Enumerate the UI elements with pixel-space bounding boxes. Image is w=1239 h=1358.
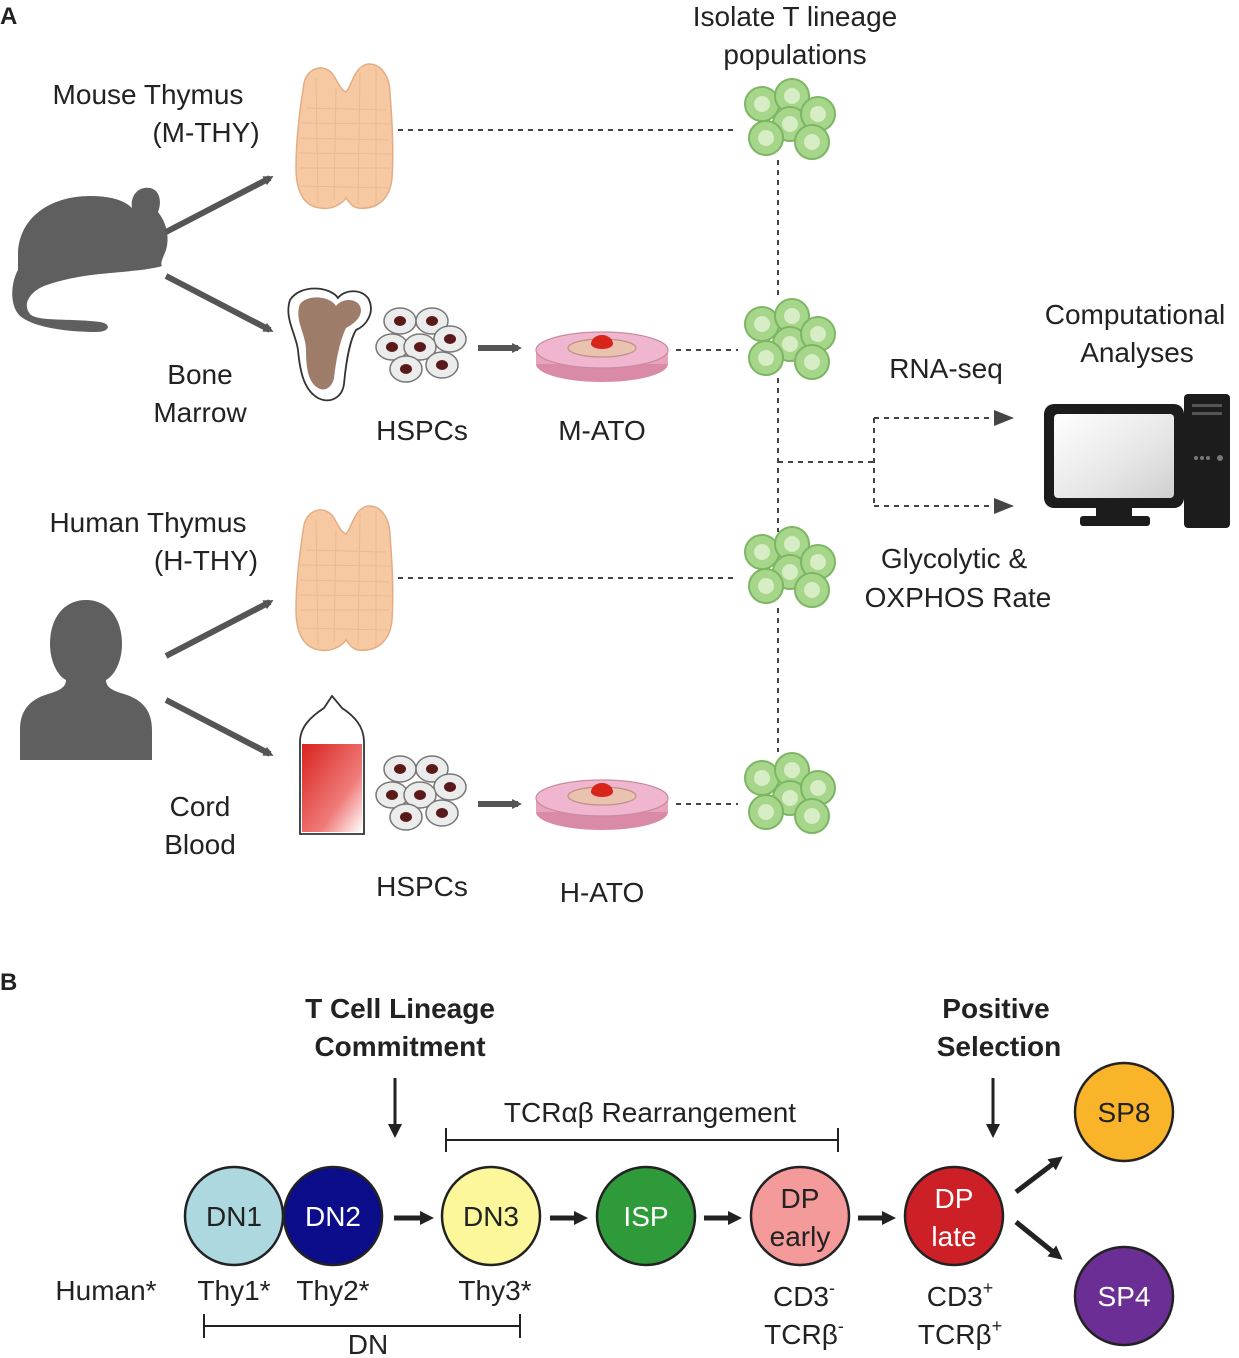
dp-early-label-1: DP	[781, 1183, 820, 1214]
mouse-thymus-label-1: Mouse Thymus	[53, 79, 244, 110]
h-ato-dish	[535, 779, 669, 831]
cell-cluster-mthy	[744, 78, 836, 160]
dn1-label: DN1	[206, 1201, 262, 1232]
sp4-circle	[1073, 1245, 1175, 1347]
panel-b-letter: B	[0, 969, 17, 996]
hspcs-label-human: HSPCs	[376, 871, 468, 902]
node-dp-late: DP late	[903, 1165, 1005, 1267]
cd3-pos-label: CD3+	[927, 1278, 994, 1312]
bone-marrow-label-2: Marrow	[153, 397, 247, 428]
node-dn3: DN3	[440, 1165, 542, 1267]
node-sp8: SP8	[1073, 1061, 1175, 1163]
dn3-circle	[440, 1165, 542, 1267]
bone-icon	[287, 287, 372, 402]
node-dn2: DN2	[282, 1165, 384, 1267]
node-isp: ISP	[595, 1165, 697, 1267]
m-ato-label: M-ATO	[558, 415, 646, 446]
tcrb-neg-label: TCRβ-	[764, 1316, 844, 1350]
rearrangement-bracket	[445, 1128, 839, 1152]
dp-early-circle	[749, 1165, 851, 1267]
glycolytic-label-1: Glycolytic &	[881, 543, 1028, 574]
thy3-label: Thy3*	[458, 1275, 531, 1306]
arrow-mouse-to-thymus	[164, 175, 274, 235]
human-label: Human*	[55, 1275, 156, 1306]
bone-marrow-label-1: Bone	[167, 359, 232, 390]
h-ato-label: H-ATO	[560, 877, 645, 908]
dp-late-circle	[903, 1165, 1005, 1267]
hspc-cluster-mouse	[375, 307, 467, 383]
dn-label: DN	[348, 1329, 388, 1358]
node-sp4: SP4	[1073, 1245, 1175, 1347]
sp8-label: SP8	[1098, 1097, 1151, 1128]
cell-cluster-hthy	[744, 526, 836, 608]
blood-bag-icon	[299, 694, 365, 835]
rna-seq-label: RNA-seq	[889, 353, 1003, 384]
isolate-label-1: Isolate T lineage	[693, 1, 897, 32]
hspc-cluster-human	[375, 755, 467, 831]
tcrb-pos-label: TCRβ+	[918, 1316, 1002, 1350]
mouse-thymus-label-2: (M-THY)	[152, 117, 259, 148]
arrow-to-rnaseq	[994, 410, 1014, 426]
arrow-mouse-to-marrow	[164, 273, 274, 333]
dp-early-label-2: early	[770, 1221, 831, 1252]
dn3-label: DN3	[463, 1201, 519, 1232]
thy2-label: Thy2*	[296, 1275, 369, 1306]
dn2-circle	[282, 1165, 384, 1267]
dp-late-label-1: DP	[935, 1183, 974, 1214]
isp-label: ISP	[623, 1201, 668, 1232]
commitment-label-2: Commitment	[314, 1031, 485, 1062]
m-ato-dish	[535, 331, 669, 383]
computational-label-1: Computational	[1045, 299, 1226, 330]
human-thymus-label-1: Human Thymus	[49, 507, 246, 538]
dp-late-label-2: late	[931, 1221, 976, 1252]
isolate-label-2: populations	[723, 39, 866, 70]
cord-blood-label-2: Blood	[164, 829, 236, 860]
hspcs-label-mouse: HSPCs	[376, 415, 468, 446]
cell-cluster-hato	[744, 752, 836, 834]
arrow-human-to-cordblood	[164, 697, 274, 757]
dotted-connectors	[398, 129, 996, 805]
human-thymus-organ	[295, 505, 394, 652]
cell-cluster-mato	[744, 298, 836, 380]
mouse-icon	[12, 187, 168, 332]
commitment-label-1: T Cell Lineage	[305, 993, 495, 1024]
arrow-human-to-thymus	[164, 599, 274, 659]
cord-blood-label-1: Cord	[170, 791, 231, 822]
computer-icon	[1044, 394, 1230, 528]
arrow-to-glycolytic	[994, 498, 1014, 514]
mouse-thymus-organ	[295, 63, 394, 210]
glycolytic-label-2: OXPHOS Rate	[865, 582, 1052, 613]
positive-selection-label-1: Positive	[942, 993, 1049, 1024]
human-thymus-label-2: (H-THY)	[154, 545, 258, 576]
progression-arrows	[394, 1156, 1063, 1260]
rearrangement-label: TCRαβ Rearrangement	[504, 1097, 796, 1128]
positive-selection-label-2: Selection	[937, 1031, 1061, 1062]
node-dp-early: DP early	[749, 1165, 851, 1267]
node-dn1: DN1	[183, 1165, 285, 1267]
dn2-label: DN2	[305, 1201, 361, 1232]
isp-circle	[595, 1165, 697, 1267]
human-icon	[20, 600, 152, 760]
thy1-label: Thy1*	[197, 1275, 270, 1306]
cd3-neg-label: CD3-	[773, 1278, 835, 1312]
computational-label-2: Analyses	[1080, 337, 1194, 368]
sp4-label: SP4	[1098, 1281, 1151, 1312]
panel-a-letter: A	[0, 3, 17, 30]
dn-bracket	[203, 1314, 521, 1338]
sp8-circle	[1073, 1061, 1175, 1163]
